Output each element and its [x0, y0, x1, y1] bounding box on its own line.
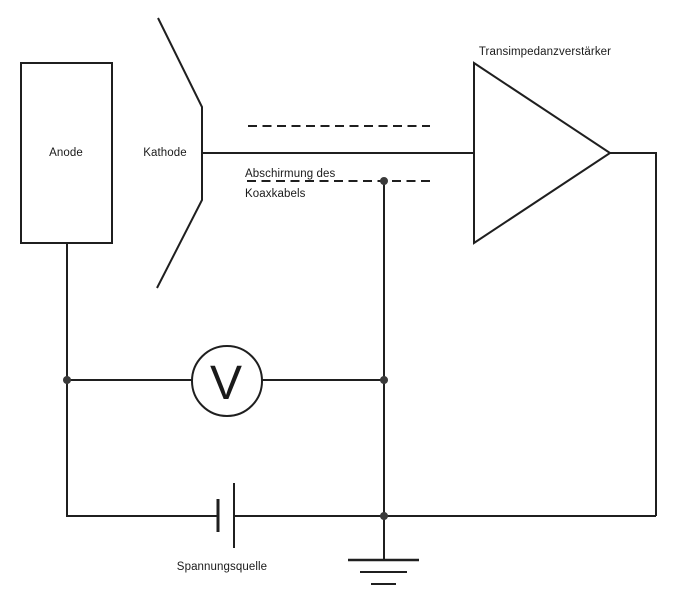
amplifier-label: Transimpedanzverstärker — [479, 46, 611, 58]
junction-dot-shield-tap — [380, 177, 388, 185]
amplifier-triangle — [473, 61, 612, 245]
anode-lead-wire — [66, 243, 217, 517]
amplifier-output-wire — [610, 152, 657, 516]
diagram-strokes — [20, 17, 657, 585]
junction-dot-meter — [380, 376, 388, 384]
anode-label: Anode — [49, 147, 83, 159]
voltmeter-symbol: V — [210, 357, 242, 410]
junction-dot-left — [63, 376, 71, 384]
anode-box — [20, 62, 113, 244]
voltmeter-circle — [191, 345, 263, 417]
shield-label-line2: Koaxkabels — [245, 188, 306, 200]
junction-dot-ground — [380, 512, 388, 520]
junction-dots — [63, 177, 388, 520]
voltage-source-label: Spannungsquelle — [177, 561, 267, 573]
kathode-label: Kathode — [143, 147, 187, 159]
shield-label-line1: Abschirmung des — [245, 168, 335, 180]
diagram-labels: Anode Kathode Transimpedanzverstärker Ab… — [49, 46, 611, 573]
